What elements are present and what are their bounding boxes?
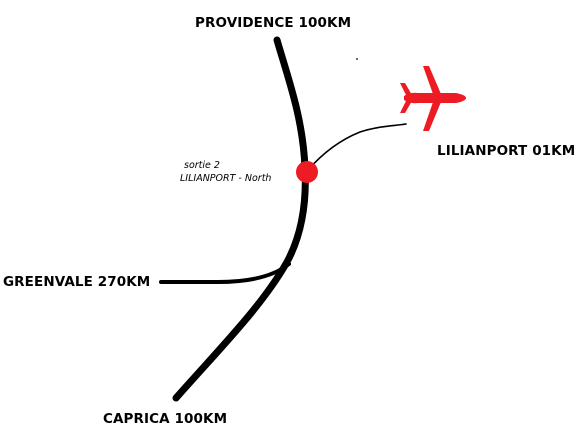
caprica-distance: 100KM [174,411,228,427]
label-lilianport: LILIANPORT 01KM [437,143,575,159]
label-greenvale: GREENVALE 270KM [3,274,150,290]
caprica-name: CAPRICA [103,411,170,427]
greenvale-road [159,262,291,284]
lilianport-name: LILIANPORT [437,143,528,159]
providence-distance: 100KM [298,15,352,31]
exit-label-line1: sortie 2 [184,160,220,171]
label-providence: PROVIDENCE 100KM [195,15,351,31]
greenvale-distance: 270KM [97,274,151,290]
providence-name: PROVIDENCE [195,15,294,31]
lilianport-distance: 01KM [532,143,576,159]
airplane-icon[interactable] [400,66,466,131]
label-caprica: CAPRICA 100KM [103,411,227,427]
stray-dot [356,58,358,60]
main-highway [172,36,309,402]
exit-label-line2: LILIANPORT - North [180,173,272,184]
junction-marker[interactable] [296,161,318,183]
greenvale-name: GREENVALE [3,274,93,290]
lilianport-road [307,123,407,171]
